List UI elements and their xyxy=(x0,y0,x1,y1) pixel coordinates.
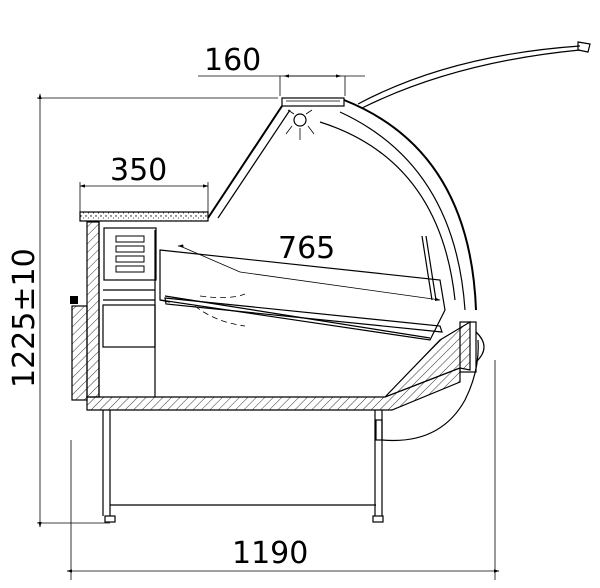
top-width-dimension: 160 xyxy=(198,43,365,96)
compressor-grille xyxy=(115,235,145,273)
worktop xyxy=(79,211,209,222)
height-dimension: 1225±10 xyxy=(7,93,278,528)
total-width-label: 1190 xyxy=(232,536,308,571)
front-curve xyxy=(381,321,485,442)
shelf-depth-dimension: 765 xyxy=(177,231,441,301)
shelf-depth-label: 765 xyxy=(278,231,335,266)
worktop-depth-dimension: 350 xyxy=(79,153,209,212)
height-label: 1225±10 xyxy=(7,248,42,388)
total-width-dimension: 1190 xyxy=(66,360,500,580)
worktop-depth-label: 350 xyxy=(110,153,167,188)
cabinet-body xyxy=(70,221,471,411)
canopy xyxy=(207,41,591,311)
top-width-label: 160 xyxy=(204,43,261,78)
base-frame xyxy=(102,410,384,523)
airflow-lines xyxy=(194,293,246,327)
display-shelf xyxy=(164,235,443,333)
